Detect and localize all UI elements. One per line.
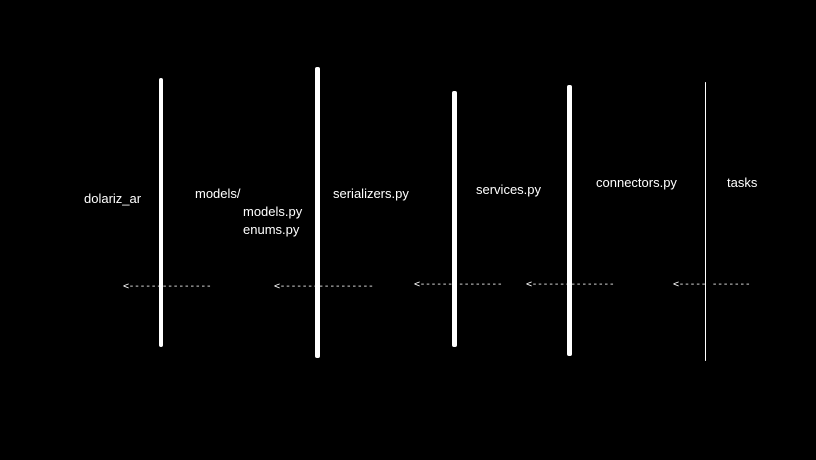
layer-label-serializers: serializers.py [333, 186, 409, 201]
dependency-arrow-2: <----------------- [274, 281, 374, 292]
divider-line-4 [567, 85, 572, 356]
dependency-arrow-4: <--------------- [526, 279, 615, 290]
layer-file-models-py: models.py [243, 204, 303, 219]
layer-label-models-folder: models/ [195, 186, 241, 201]
divider-line-2 [315, 67, 320, 358]
divider-line-5 [705, 82, 706, 361]
dependency-arrow-3: <--------------- [414, 279, 503, 290]
divider-line-3 [452, 91, 457, 347]
layer-label-dolariz-ar: dolariz_ar [84, 191, 142, 206]
layer-label-tasks: tasks [727, 175, 758, 190]
layer-label-services: services.py [476, 182, 542, 197]
divider-line-1 [159, 78, 163, 347]
dependency-arrow-1: <--------------- [123, 281, 212, 292]
layer-label-connectors: connectors.py [596, 175, 677, 190]
dependency-arrow-5: <----- ------- [673, 279, 751, 290]
layer-file-enums-py: enums.py [243, 222, 300, 237]
